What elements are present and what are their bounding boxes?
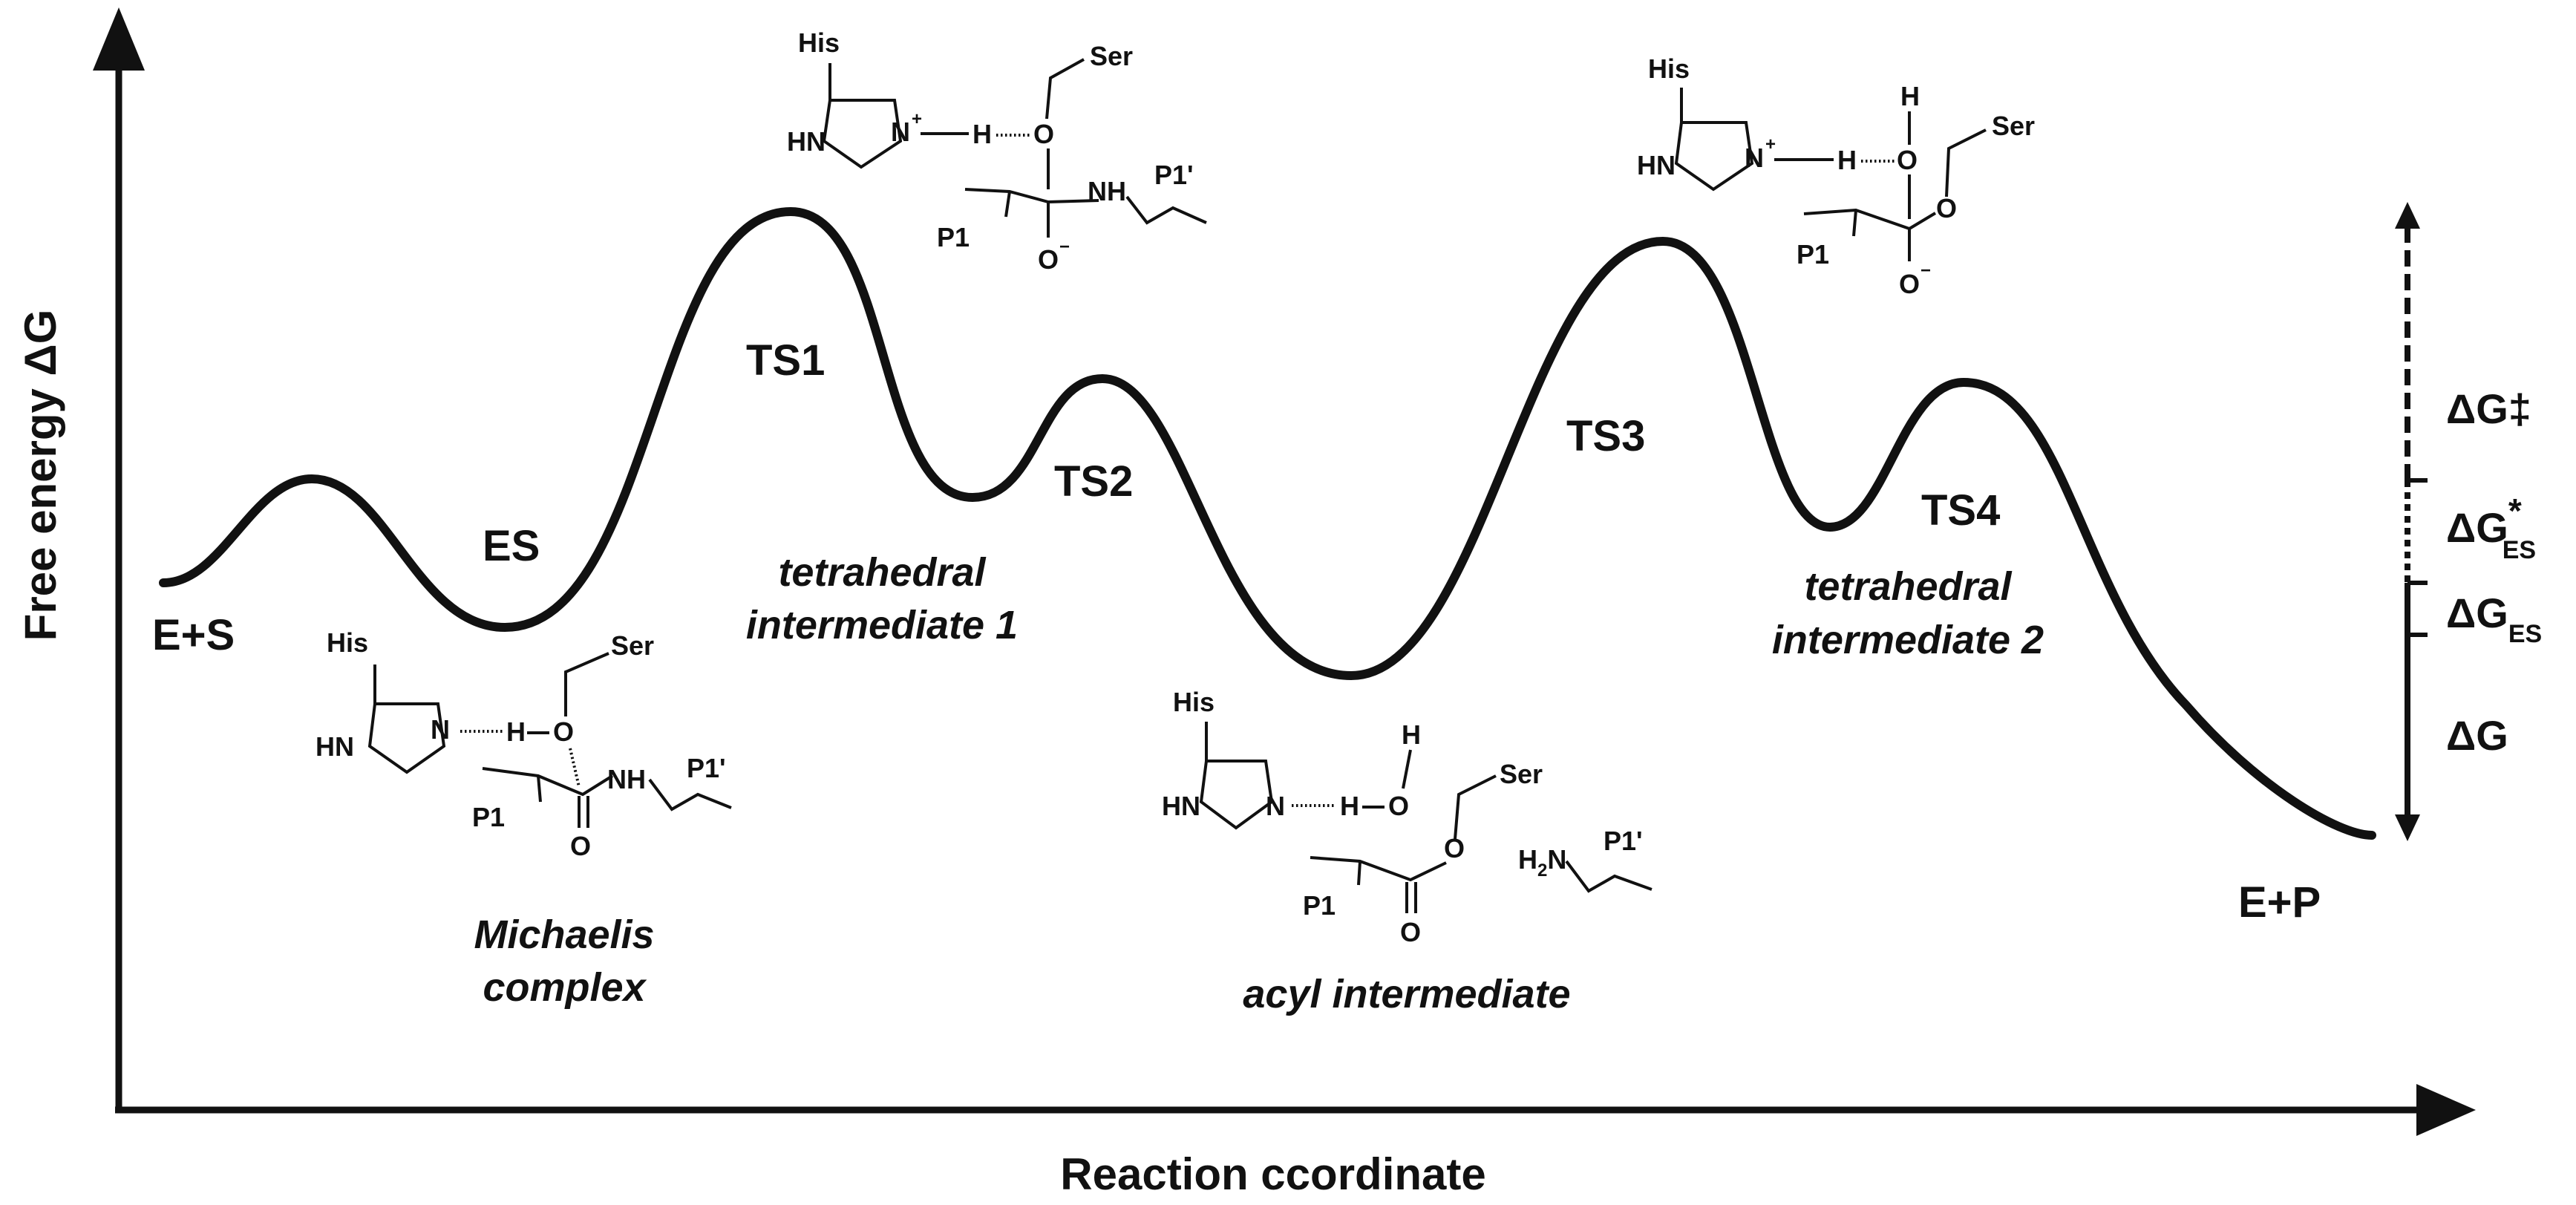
chem-n: N [431,714,450,745]
chem-o: O [1033,119,1054,149]
chem-n: N [1266,791,1285,821]
chem-h: H [972,119,992,149]
chem-plus: + [1765,134,1776,154]
chem-hn: HN [1637,150,1676,180]
caption-tetra2-line2: intermediate 2 [1772,618,2044,662]
bond [1402,749,1412,789]
label-ts3: TS3 [1566,412,1645,460]
chem-p1: P1 [1797,239,1829,270]
caption-tetra2-line1: tetrahedral [1804,564,2012,609]
y-axis-title: Free energy ΔG [16,310,65,641]
bond [569,748,581,788]
x-axis-title: Reaction ccordinate [1060,1149,1486,1199]
imidazole-ring [1199,760,1274,830]
chem-h2n: H2N [1518,844,1566,881]
scale-label-dg-es: ΔGES [2446,590,2542,648]
caption-acyl: acyl intermediate [1243,972,1570,1016]
chem-p1prime: P1' [687,753,726,783]
structure-acyl-intermediate: His HN N H O H Ser O P1 O H2N P1' [1162,687,1653,947]
caption-michaelis-line1: Michaelis [474,912,654,957]
label-e-plus-p: E+P [2238,878,2321,927]
chem-h: H [1837,145,1857,175]
chem-minus: − [1059,237,1070,257]
scale-down-arrowhead [2395,814,2420,841]
chem-hn: HN [787,126,826,157]
scale-label-dg-ts: ΔG‡ [2446,385,2531,432]
bond [648,778,732,812]
chem-n: N [891,117,910,147]
chem-o: O [1400,917,1421,947]
x-axis-arrowhead [2416,1084,2476,1136]
chem-h: H [506,716,526,747]
chem-h: H [1340,791,1359,821]
bond [1310,856,1447,882]
chem-o: O [1936,193,1957,223]
bond [537,775,542,803]
chem-o-minus: O [1899,269,1920,299]
structure-michaelis-complex: His HN N H O Ser P1 O NH P1' [316,627,732,861]
chem-hn: HN [1162,791,1200,821]
chem-his: His [1648,53,1690,84]
chem-h: H [1900,81,1920,111]
bond [1125,195,1207,225]
label-es: ES [483,522,540,570]
chem-h: H [1402,719,1421,750]
chem-minus: − [1920,261,1931,281]
caption-tetra1-line1: tetrahedral [778,550,986,595]
bond [1004,191,1011,218]
caption-michaelis-line2: complex [483,965,647,1010]
bond [1945,128,1987,197]
chem-nh: NH [1088,176,1126,206]
scale-label-dg: ΔG [2446,712,2508,759]
bond [1357,861,1361,886]
bond [564,652,609,716]
imidazole-ring [822,99,903,169]
chem-p1: P1 [472,802,505,832]
chem-p1: P1 [937,222,970,252]
bond [1565,860,1653,893]
bond [482,767,614,797]
chem-plus: + [912,109,922,129]
bond [1454,774,1497,840]
y-axis-arrowhead [93,7,145,71]
chem-p1prime: P1' [1154,160,1194,190]
chem-p1: P1 [1303,890,1336,921]
energy-scale-bar: ΔG‡ ΔG*ES ΔGES ΔG [2395,202,2542,841]
label-ts2: TS2 [1054,457,1133,506]
chem-ser: Ser [1090,41,1133,71]
chem-ser: Ser [1992,111,2035,141]
chem-o: O [553,716,574,747]
label-e-plus-s: E+S [152,611,235,659]
bond [964,188,1099,204]
bond [1045,58,1085,120]
scale-label-dg-es-star: ΔG*ES [2446,492,2536,564]
chem-o: O [570,831,591,861]
chem-nh: NH [607,764,646,794]
structure-tetrahedral-2: His HN N + H O H Ser O P1 O − [1637,53,2035,299]
chem-ser: Ser [611,630,654,661]
caption-tetra1-line2: intermediate 1 [746,603,1018,647]
chem-hn: HN [316,731,354,762]
scale-up-arrowhead [2395,202,2420,229]
chem-p1prime: P1' [1604,826,1643,856]
chem-o: O [1444,833,1465,863]
axes: Free energy ΔG Reaction ccordinate [16,7,2476,1199]
bond [1908,212,1937,230]
energy-profile-curve [159,207,2376,840]
chem-n: N [1745,143,1764,173]
structure-tetrahedral-1: His HN N + H O Ser P1 O − NH P1' [787,27,1207,275]
chem-o-minus: O [1038,244,1059,275]
chem-o: O [1897,145,1918,175]
chem-his: His [1173,687,1215,717]
chem-his: His [327,627,368,658]
bond [1852,209,1857,237]
label-ts1: TS1 [746,336,825,385]
chem-o: O [1388,791,1409,821]
label-ts4: TS4 [1921,486,2000,535]
imidazole-ring [367,702,446,774]
chem-ser: Ser [1500,759,1543,789]
imidazole-ring [1674,121,1754,192]
chem-his: His [798,27,840,58]
